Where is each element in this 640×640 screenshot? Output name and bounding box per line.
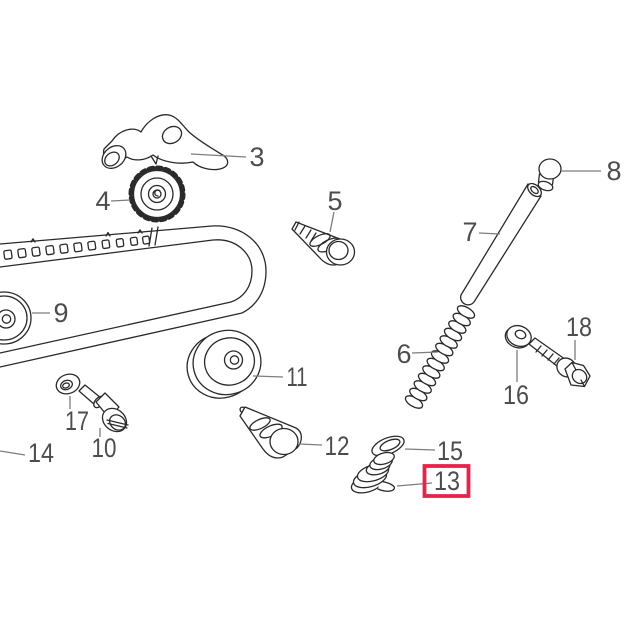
part-11-pulley-drawing (186, 329, 262, 399)
callout-10[interactable]: 10 (92, 433, 117, 463)
callout-17[interactable]: 17 (65, 406, 89, 436)
callout-16[interactable]: 16 (503, 380, 529, 410)
part-13-grommet-drawing (350, 451, 396, 494)
callout-12[interactable]: 12 (325, 431, 350, 461)
callout-6[interactable]: 6 (396, 339, 411, 369)
part-12-plunger-drawing (239, 406, 303, 459)
part-16-washer-drawing (504, 324, 532, 349)
callout-labels: 3 4 5 6 7 8 9 10 11 12 13 14 15 16 17 18 (28, 142, 622, 496)
part-9-sprocket-drawing (0, 291, 32, 345)
callout-5[interactable]: 5 (327, 186, 342, 216)
callout-14[interactable]: 14 (28, 438, 54, 468)
leader-lines (0, 153, 601, 487)
highlight-box-part-13[interactable] (422, 464, 471, 498)
callout-13[interactable]: 13 (434, 466, 460, 496)
part-7-rod-drawing (459, 182, 542, 306)
callout-11[interactable]: 11 (287, 362, 308, 392)
part-4-sprocket-drawing (128, 165, 186, 223)
callout-8[interactable]: 8 (606, 156, 621, 186)
callout-3[interactable]: 3 (249, 142, 264, 172)
part-3-lever-drawing (101, 114, 229, 171)
part-6-spring-drawing (404, 305, 476, 409)
part-17-washer-drawing (55, 373, 81, 395)
part-5-bolt-drawing (291, 221, 356, 266)
callout-4[interactable]: 4 (95, 186, 110, 216)
callout-7[interactable]: 7 (462, 217, 477, 247)
timing-chain-drawing (0, 225, 267, 368)
chain-link-holes (3, 235, 151, 260)
part-18-bolt-drawing (528, 337, 591, 388)
callout-15[interactable]: 15 (437, 436, 463, 466)
part-10-screw-drawing (78, 384, 129, 433)
part-8-cap-drawing (537, 158, 562, 192)
callout-9[interactable]: 9 (53, 298, 68, 328)
callout-18[interactable]: 18 (566, 312, 592, 342)
